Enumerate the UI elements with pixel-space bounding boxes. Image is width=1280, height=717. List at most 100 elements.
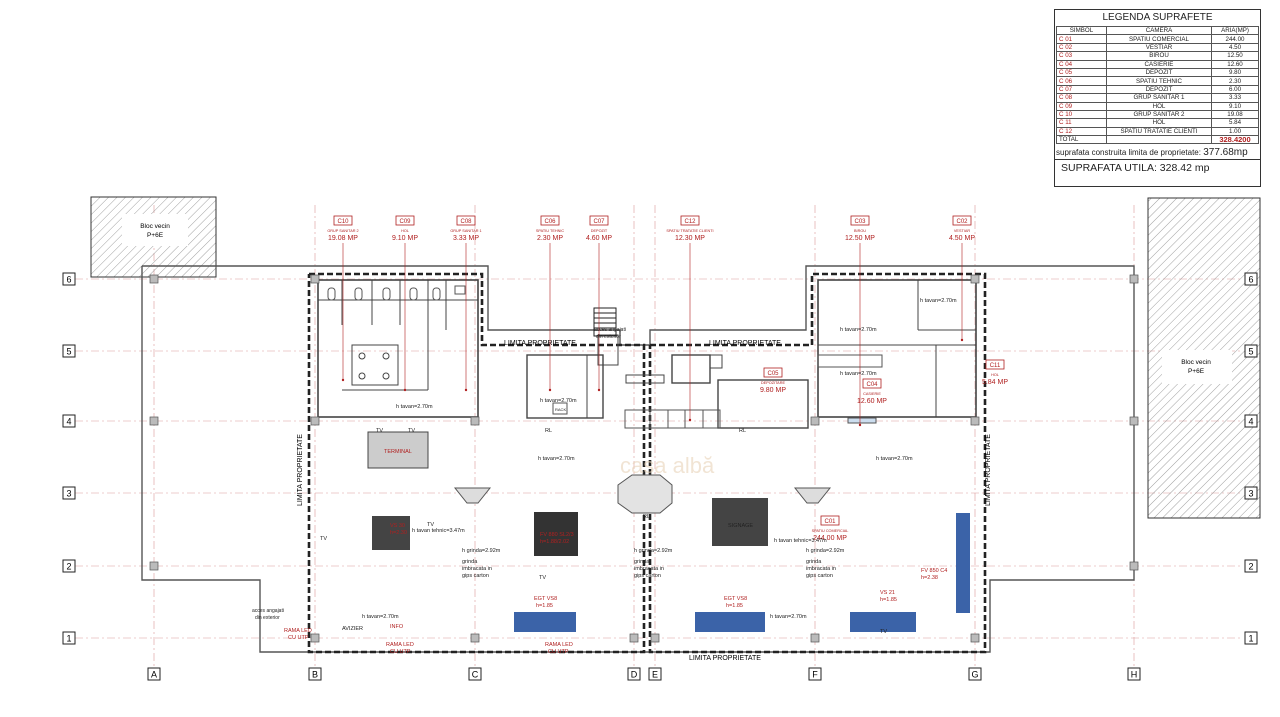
room-name: GRUP SANITAR 2 — [327, 229, 358, 233]
svg-text:H: H — [1131, 670, 1138, 680]
pillar — [453, 487, 492, 504]
note-ceiling: h tavan=2.70m — [920, 298, 957, 304]
legend-title: LEGENDA SUPRAFETE — [1102, 12, 1213, 23]
grid-row-bubble: 5 — [1244, 344, 1258, 358]
legend-cell-name: HOL — [1106, 101, 1212, 111]
legend-cell-area: 4.50 — [1211, 42, 1259, 53]
pillar — [793, 487, 832, 504]
room-code: C07 — [593, 219, 605, 225]
note-info: INFO — [390, 624, 404, 630]
svg-text:din exterior: din exterior — [596, 334, 621, 340]
column — [1129, 274, 1139, 284]
note-terminal: TERMINAL — [384, 449, 412, 455]
svg-text:C: C — [472, 670, 479, 680]
note-tv: TV — [376, 428, 383, 434]
svg-text:6: 6 — [1248, 275, 1253, 285]
svg-text:3: 3 — [1248, 489, 1253, 499]
legend-total-value: 328.4200 — [1211, 135, 1259, 145]
room-area: 12.50 MP — [845, 235, 875, 242]
note-beam: h grinda=2.92m — [806, 548, 845, 554]
room-code: C10 — [337, 219, 349, 225]
svg-text:CU UTP: CU UTP — [390, 649, 411, 655]
svg-text:5: 5 — [66, 347, 71, 357]
legend-cell-sym: C 01 — [1056, 34, 1107, 44]
boundary-label-top-right: LIMITA PROPRIETATE — [709, 340, 781, 347]
legend-cell-area: 12.60 — [1211, 59, 1259, 69]
note-tv: TV — [320, 536, 327, 542]
legend-cell-name: SPATIU TRATATIE CLIENTI — [1106, 126, 1212, 137]
column — [970, 274, 980, 284]
plan-notes: h tavan=2.70m h tavan=2.70m h tavan=2.70… — [252, 298, 957, 635]
legend-cell-name: GRUP SANITAR 2 — [1106, 109, 1212, 120]
column — [310, 633, 320, 643]
legend-cell-area: 6.00 — [1211, 84, 1259, 95]
note-rack: RACK — [555, 407, 566, 412]
grid-row-bubble: 1 — [62, 631, 76, 645]
room-code: C06 — [544, 219, 556, 225]
svg-text:h=2.38: h=2.38 — [921, 575, 938, 581]
column — [970, 416, 980, 426]
room-area: 12.60 MP — [857, 398, 887, 405]
pillar — [617, 474, 673, 514]
equip-egt-vs8: EGT VS8 — [724, 596, 747, 602]
svg-text:E: E — [652, 670, 658, 680]
room-area: 9.80 MP — [760, 387, 786, 394]
svg-text:gips carton: gips carton — [462, 573, 489, 579]
room-area: 5.84 MP — [982, 379, 1008, 386]
svg-text:B: B — [312, 670, 318, 680]
column — [1129, 561, 1139, 571]
svg-text:A: A — [151, 670, 157, 680]
room-name: SPATIU TRATATIE CLIENTI — [666, 229, 713, 233]
rama-led: RAMA LED — [386, 642, 414, 648]
note-beam: h grinda=2.92m — [462, 548, 501, 554]
room-code: C05 — [767, 371, 779, 377]
svg-text:gips carton: gips carton — [806, 573, 833, 579]
column — [629, 633, 639, 643]
room-area: 3.33 MP — [453, 235, 479, 242]
legend-cell-area: 244.00 — [1211, 34, 1259, 44]
legend-cell-sym: C 02 — [1056, 42, 1107, 53]
note-signage: SIGNAGE — [728, 523, 753, 529]
column — [149, 561, 159, 571]
legend-cell-area: 2.30 — [1211, 76, 1259, 86]
legend-cell-sym: C 04 — [1056, 59, 1107, 69]
room-name: HOL — [401, 229, 409, 233]
legend-built-area: suprafata construita limita de proprieta… — [1055, 144, 1260, 161]
column — [1129, 416, 1139, 426]
column — [470, 416, 480, 426]
legend-cell-name: CASIERIE — [1106, 59, 1212, 69]
legend-cell-name: DEPOZIT — [1106, 84, 1212, 95]
note-ceiling: h tavan=2.70m — [840, 327, 877, 333]
legend-cell-name: HOL — [1106, 118, 1212, 128]
svg-text:h=1.85: h=1.85 — [536, 603, 553, 609]
equip-vs21: VS 21 — [880, 590, 895, 596]
legend-cell-area: 9.80 — [1211, 67, 1259, 78]
building-outline — [141, 265, 1135, 653]
column — [810, 416, 820, 426]
room-name: GRUP SANITAR 1 — [450, 229, 481, 233]
svg-text:gips carton: gips carton — [634, 573, 661, 579]
grid-col-bubble: B — [308, 667, 322, 681]
legend-cell-sym: C 07 — [1056, 84, 1107, 95]
room-code: C09 — [399, 219, 411, 225]
note-ceiling: h tavan=2.70m — [538, 456, 575, 462]
grid-row-bubble: 4 — [1244, 414, 1258, 428]
column — [310, 274, 320, 284]
note-ceiling: h tavan=2.70m — [840, 371, 877, 377]
grid-row-bubble: 3 — [62, 486, 76, 500]
note-ceiling: h tavan=2.70m — [770, 614, 807, 620]
legend-header-camera: CAMERA — [1106, 25, 1212, 36]
rama-led: RAMA LED — [284, 628, 312, 634]
room-name: VESTIAR — [954, 229, 971, 233]
room-name: BIROU — [854, 229, 866, 233]
room-code: C08 — [460, 219, 472, 225]
